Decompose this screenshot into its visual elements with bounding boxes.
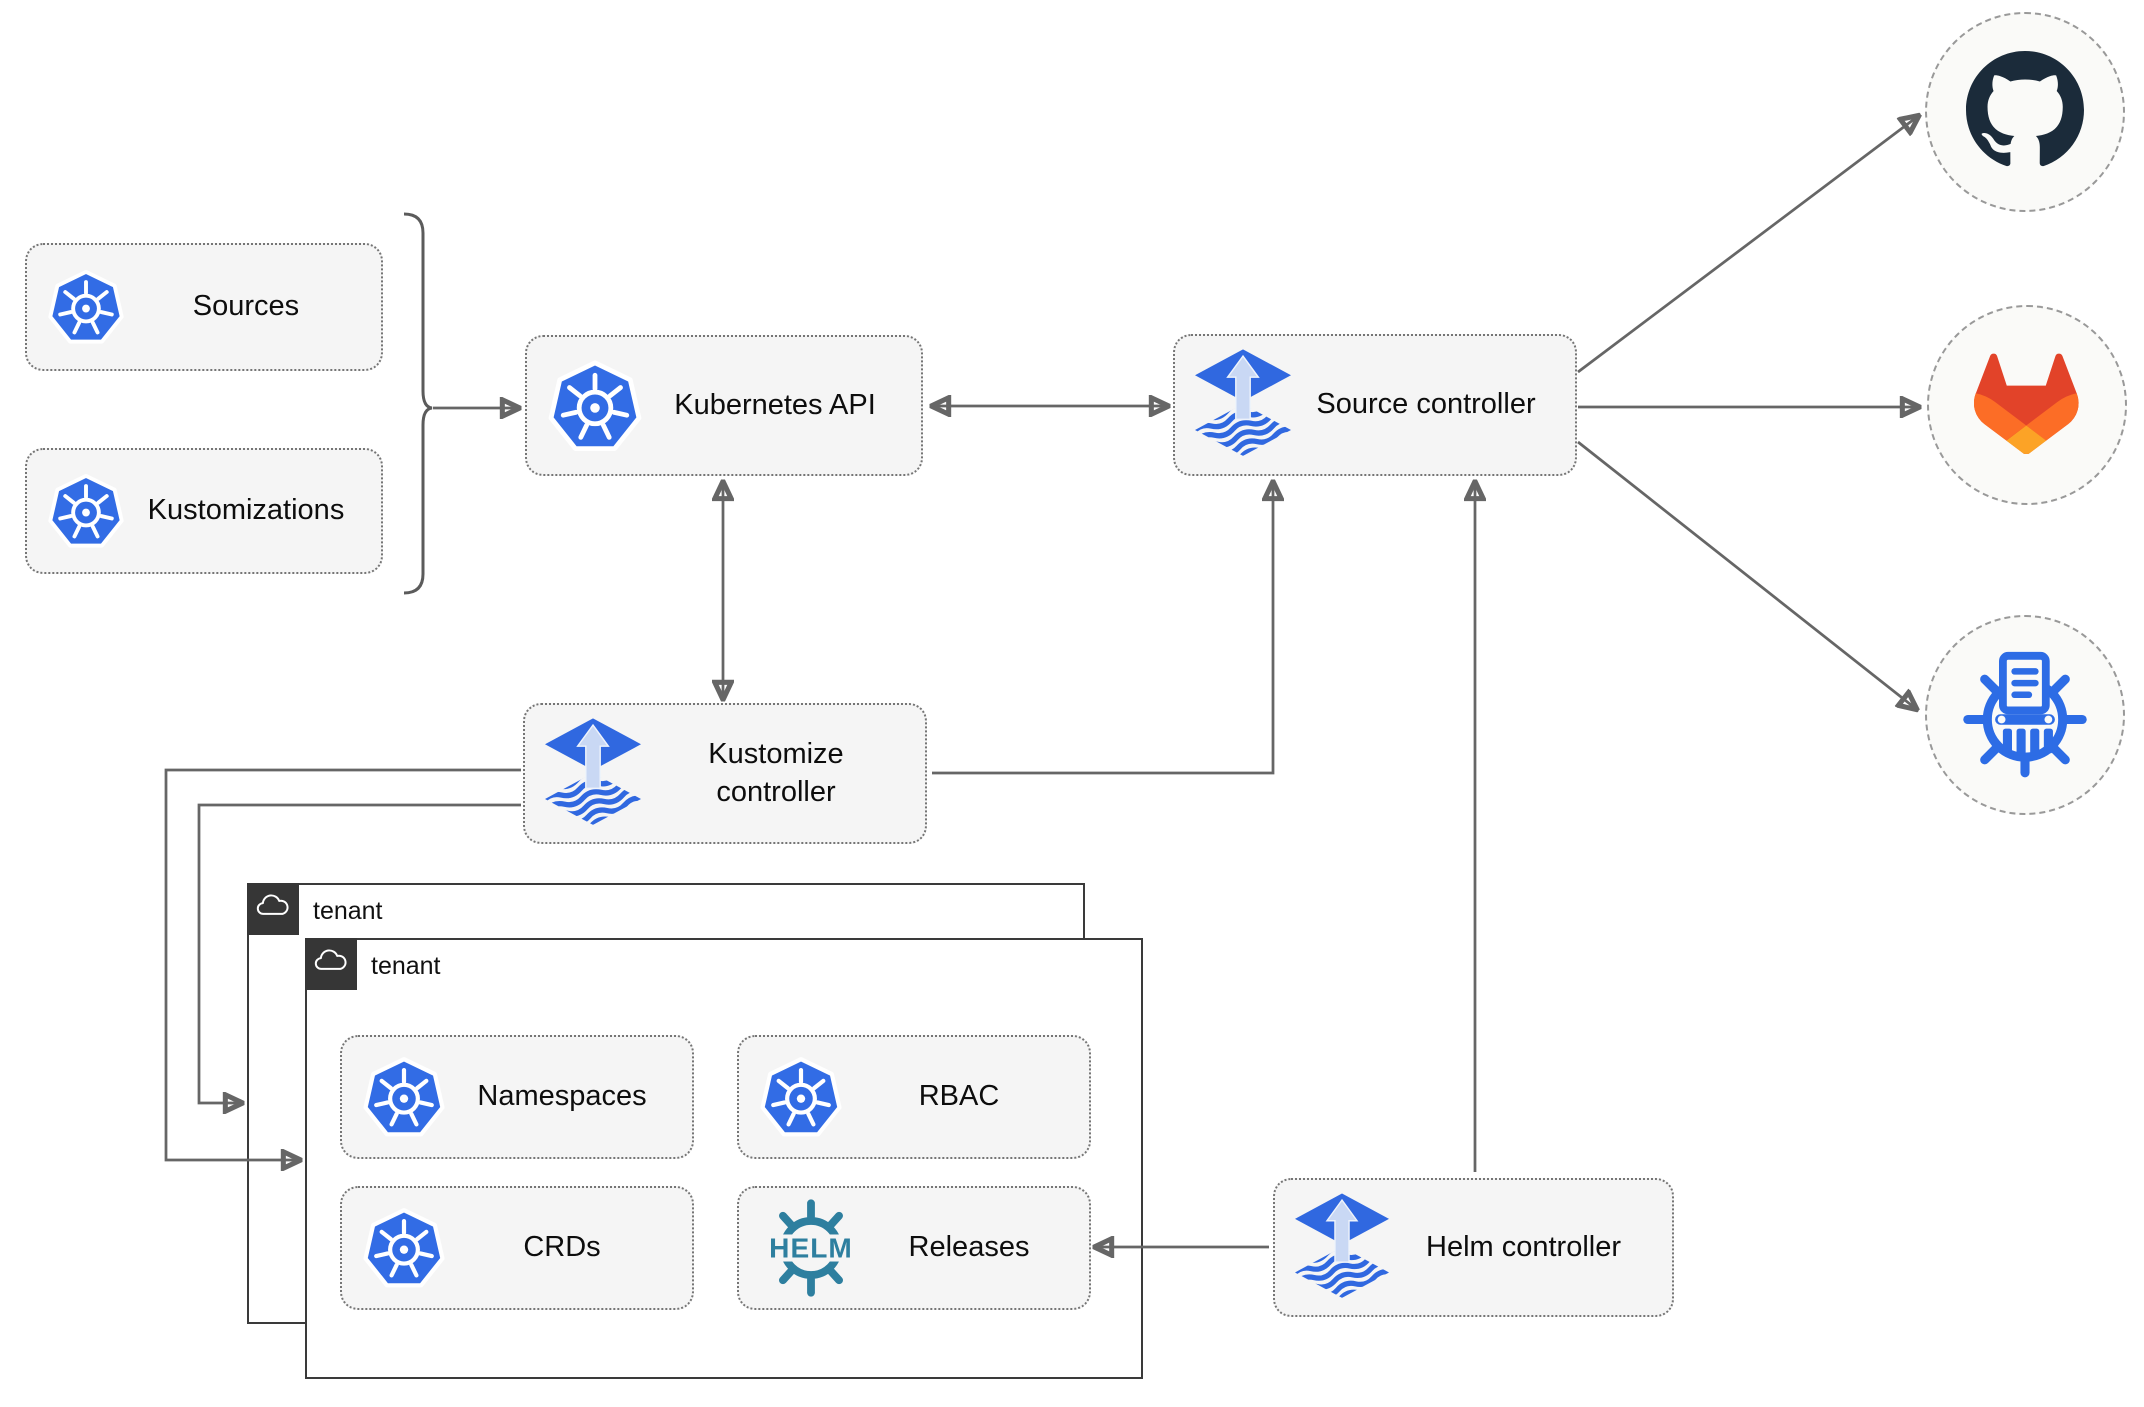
github-icon (1966, 51, 2084, 174)
node-kubernetes-api: Kubernetes API (525, 335, 923, 476)
edge-group-brace (403, 212, 433, 595)
external-chartmuseum (1925, 615, 2125, 815)
helm-icon-text: HELM (769, 1232, 853, 1263)
node-kustomize-controller: Kustomize controller (523, 703, 927, 844)
node-releases: HELM Releases (737, 1186, 1091, 1310)
node-label: CRDs (523, 1231, 601, 1264)
node-namespaces: Namespaces (340, 1035, 694, 1159)
kubernetes-icon (547, 358, 643, 454)
cloud-icon (255, 893, 291, 924)
cloud-icon (313, 948, 349, 979)
kubernetes-icon (362, 1055, 446, 1139)
kubernetes-icon (47, 472, 125, 550)
node-label: Kustomize controller (708, 737, 844, 808)
node-kustomizations: Kustomizations (25, 448, 383, 574)
node-label: Namespaces (477, 1080, 647, 1113)
external-gitlab (1927, 305, 2127, 505)
kubernetes-icon (47, 268, 125, 346)
tenant-label: tenant (313, 897, 383, 925)
tenant-label: tenant (371, 952, 441, 980)
node-label: Kubernetes API (674, 388, 876, 421)
helm-icon: HELM (759, 1196, 863, 1300)
node-helm-controller: Helm controller (1273, 1178, 1674, 1317)
flux-icon (545, 718, 641, 830)
tenant-corner (304, 937, 357, 990)
node-sources: Sources (25, 243, 383, 371)
tenant-corner (246, 882, 299, 935)
node-crds: CRDs (340, 1186, 694, 1310)
node-label: Kustomizations (147, 494, 345, 527)
node-rbac: RBAC (737, 1035, 1091, 1159)
node-source-controller: Source controller (1173, 334, 1577, 476)
kubernetes-icon (362, 1206, 446, 1290)
node-label: Sources (192, 290, 300, 323)
kubernetes-icon (759, 1055, 843, 1139)
node-label: Releases (908, 1231, 1030, 1264)
node-label: Source controller (1316, 388, 1536, 421)
node-label: RBAC (918, 1080, 1000, 1113)
node-label: Helm controller (1426, 1230, 1621, 1263)
external-github (1925, 12, 2125, 212)
chartmuseum-icon (1960, 648, 2090, 783)
gitlab-icon (1974, 351, 2080, 459)
edge-source-to-github (1577, 117, 1917, 374)
flux-icon (1295, 1193, 1389, 1303)
edge-kustomize-to-source-controller (932, 484, 1273, 775)
edge-source-to-chartmuseum (1577, 440, 1915, 708)
flux-icon (1195, 349, 1291, 461)
